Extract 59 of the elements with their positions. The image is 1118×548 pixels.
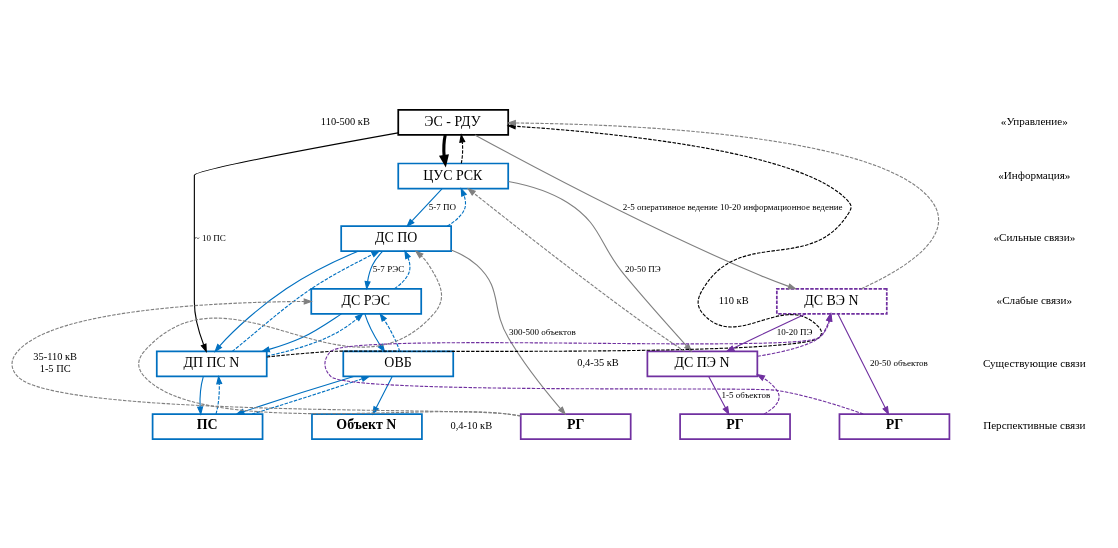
node-box: РГ [519,412,632,440]
arrow [235,375,355,415]
edge-label: 20-50 объектов [870,357,928,368]
legend-label: «Сильные связи» [993,230,1076,243]
node-box: ЭС - РДУ [397,108,510,136]
arrow [837,312,890,415]
arrow [251,375,371,415]
node-label: 1-5 ПС [39,362,71,374]
arrow [446,186,468,227]
edge-label: 1-5 объектов [721,389,771,400]
node-box: РГ [838,412,951,440]
arrow [266,312,364,356]
arrow [725,312,807,352]
edge-label: 10-20 ПЭ [776,326,813,337]
node-box: Объект N [311,412,423,440]
arrow [459,132,466,164]
edge-label: 2-5 оперативное ведение 10-20 информационное ведение [622,201,843,212]
arrow [372,375,393,415]
arrow [708,375,730,415]
node-label: 0,4-10 кВ [450,419,493,431]
legend-label: Существующие связи [982,356,1086,369]
arrow [260,312,342,352]
arrow [507,180,693,352]
node-label: 110 кВ [718,294,749,306]
node-box: ДС ПЭ N [646,350,759,377]
arrow [138,249,522,417]
node-box: ДС ВЭ N [775,287,888,315]
node-label: 35-110 кВ [33,350,78,362]
node-box: ДС ПО [340,224,452,252]
arrow [393,249,412,289]
legend-label: «Управление» [1000,114,1068,127]
legend-label: «Слабые связи» [996,293,1073,306]
edge-label: 20-50 ПЭ [624,263,661,274]
arrow [364,250,384,290]
node-label: 0,4-35 кВ [577,356,619,368]
arrow [450,248,567,415]
edge-label: 5-7 РЭС [372,263,405,274]
arrow [755,373,780,415]
node-box: ЦУС РСК [397,162,510,189]
node-box: РГ [679,412,791,440]
node-box: ДП ПС N [155,350,268,377]
node-box: ПС [151,412,264,440]
legend-label: Перспективные связи [983,418,1086,431]
node-label: 110-500 кВ [320,115,370,127]
arrow [11,297,522,416]
node-box: ОВБ [342,350,455,377]
arrow [215,374,223,415]
edge-label: 300-500 объектов [508,326,576,337]
arrow [196,375,204,416]
edge-label: 5-7 ПО [428,201,457,212]
arrow [474,133,797,289]
node-box: ДС РЭС [310,287,423,315]
legend-label: «Информация» [998,168,1071,181]
edge-label: ~ 10 ПС [194,232,226,243]
arrow [231,249,381,352]
arrow [214,250,359,353]
arrow [406,187,443,227]
arrow [466,187,686,352]
arrow [438,134,449,168]
